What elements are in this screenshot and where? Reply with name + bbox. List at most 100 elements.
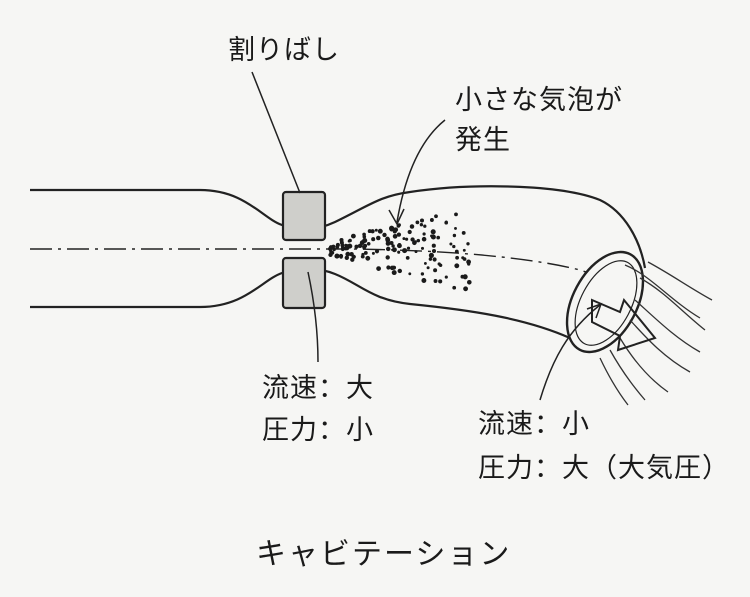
bubble-dot bbox=[385, 246, 391, 252]
outlet-opening bbox=[565, 250, 645, 354]
bubble-dot bbox=[452, 244, 456, 249]
label-throat-velocity: 流速：大 bbox=[262, 373, 374, 404]
bubble-dot bbox=[452, 285, 457, 290]
bubble-dot bbox=[362, 234, 367, 239]
bubble-dot bbox=[423, 224, 427, 228]
leader-throat bbox=[307, 271, 319, 363]
bubble-dot bbox=[444, 275, 448, 279]
bubble-dot bbox=[406, 246, 411, 250]
bubble-dot bbox=[420, 218, 424, 223]
bubble-dot bbox=[397, 243, 402, 248]
bubble-dot bbox=[462, 274, 468, 280]
label-outlet-velocity: 流速：小 bbox=[478, 409, 590, 440]
bubble-dot bbox=[420, 246, 425, 250]
bubble-dot bbox=[410, 237, 415, 242]
leader-bubbles bbox=[396, 119, 446, 223]
bubble-dot bbox=[396, 232, 402, 237]
flow-arrow bbox=[591, 297, 657, 352]
bubble-dot bbox=[328, 252, 333, 258]
bubble-dot bbox=[382, 232, 387, 238]
bubble-dot bbox=[461, 230, 466, 235]
leader-bubbles-arrowhead bbox=[388, 208, 405, 226]
bubble-dot bbox=[452, 233, 457, 238]
bubble-dot bbox=[377, 228, 383, 234]
bubble-dot bbox=[454, 263, 460, 269]
bubble-dot bbox=[428, 252, 434, 258]
label-chopsticks: 割りばし bbox=[228, 35, 340, 66]
bubble-dot bbox=[408, 272, 412, 276]
bubble-dot bbox=[462, 248, 466, 252]
bubble-dot bbox=[392, 265, 397, 270]
leader-outlet-arrowhead bbox=[586, 302, 603, 319]
bubble-dot bbox=[431, 243, 436, 248]
label-throat-pressure: 圧力：小 bbox=[262, 415, 374, 446]
bubble-dot bbox=[341, 247, 345, 252]
bubble-dot bbox=[420, 272, 425, 276]
bubble-dot bbox=[374, 228, 378, 232]
bubble-dot bbox=[432, 257, 437, 262]
water-spray bbox=[599, 261, 713, 406]
bubble-dot bbox=[365, 255, 371, 261]
bubble-dot bbox=[350, 233, 356, 239]
bubble-dot bbox=[360, 254, 365, 259]
bubble-dot bbox=[413, 240, 417, 244]
bubble-dot bbox=[344, 255, 349, 260]
bubble-dot bbox=[397, 250, 401, 254]
label-bubbles-line1: 小さな気泡が bbox=[455, 85, 623, 116]
bubble-dot bbox=[391, 244, 395, 248]
bubble-dot bbox=[438, 279, 443, 284]
bubble-dot bbox=[376, 235, 381, 241]
bubble-dot bbox=[421, 236, 427, 242]
bubble-dot bbox=[376, 266, 381, 271]
bubble-dot bbox=[366, 242, 371, 246]
bubble-dot bbox=[359, 244, 363, 248]
bubble-dot bbox=[407, 229, 412, 235]
bubble-dot bbox=[419, 223, 424, 227]
bubble-dot bbox=[455, 255, 459, 260]
bubble-dot bbox=[396, 224, 401, 228]
bubble-dot bbox=[426, 266, 430, 270]
bubble-dot bbox=[332, 247, 336, 252]
label-outlet-pressure: 圧力：大（大気圧） bbox=[478, 453, 730, 484]
bubble-dot bbox=[363, 243, 368, 248]
bubble-dot bbox=[430, 234, 433, 238]
bubble-dot bbox=[335, 242, 340, 247]
bubble-dot bbox=[415, 220, 420, 225]
bubble-dot bbox=[385, 255, 390, 260]
bubble-dot bbox=[433, 279, 438, 283]
leader-outlet bbox=[539, 304, 601, 401]
bubble-dot bbox=[416, 238, 421, 243]
leader-orifice bbox=[251, 71, 301, 194]
bubble-dot bbox=[397, 268, 403, 274]
bubble-dot bbox=[423, 261, 427, 265]
bubble-dot bbox=[431, 248, 437, 254]
bubble-dot bbox=[449, 242, 453, 246]
bubble-dot bbox=[344, 243, 348, 247]
bubble-dot bbox=[405, 237, 409, 241]
bubble-dot bbox=[351, 254, 356, 259]
bubble-dot bbox=[467, 280, 472, 285]
bubble-dot bbox=[347, 243, 353, 249]
bubble-dot bbox=[402, 237, 406, 241]
diagram-title: キャビテーション bbox=[256, 537, 512, 572]
bubble-dot bbox=[414, 250, 418, 254]
bubble-dot bbox=[428, 257, 433, 261]
pipe-upper-wall bbox=[30, 185, 647, 269]
bubble-dot bbox=[433, 268, 438, 273]
bubble-dot bbox=[461, 256, 465, 260]
outlet-inner-rim bbox=[574, 260, 638, 346]
bubble-dot bbox=[370, 229, 375, 234]
bubble-dot bbox=[429, 218, 434, 222]
bubble-dot bbox=[374, 249, 380, 254]
bubble-dot bbox=[436, 235, 441, 240]
bubble-dot bbox=[421, 278, 427, 283]
bubble-dot bbox=[463, 286, 469, 292]
bubble-dot bbox=[334, 253, 340, 259]
bubble-dot bbox=[437, 262, 441, 266]
bubble-dot bbox=[367, 229, 372, 234]
bubble-dot bbox=[391, 247, 397, 253]
bubble-dot bbox=[392, 229, 397, 234]
bubble-dot bbox=[362, 237, 368, 244]
bubble-dot bbox=[466, 242, 470, 246]
